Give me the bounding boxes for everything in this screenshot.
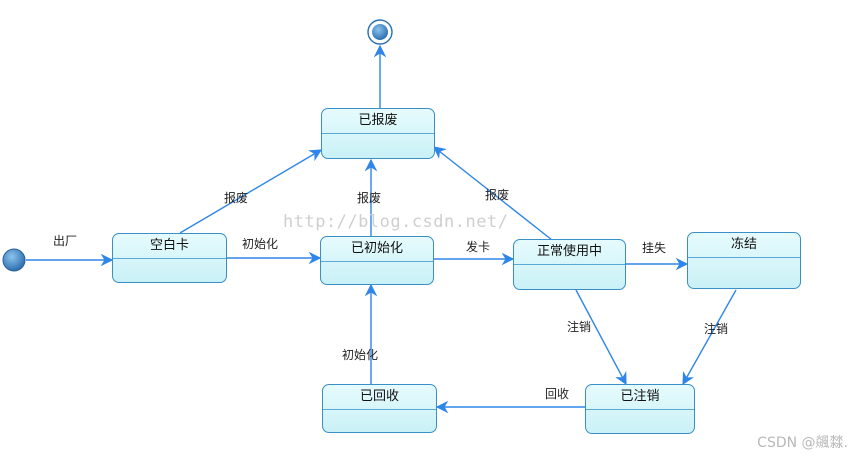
label-chushihua: 初始化 xyxy=(242,237,279,251)
state-baofei-divider xyxy=(322,133,434,134)
state-baofei: 已报废 xyxy=(321,108,435,159)
label-huishou-chushihua: 初始化 xyxy=(342,348,379,362)
state-kongbaika: 空白卡 xyxy=(112,233,227,283)
state-yizhuxiao-divider xyxy=(586,409,694,410)
edge-kongbai-baofei xyxy=(179,149,323,234)
state-kongbaika-label: 空白卡 xyxy=(149,238,189,253)
label-kongbai-baofei: 报废 xyxy=(224,191,249,205)
state-yichushihua-label: 已初始化 xyxy=(350,241,403,256)
label-zhengchang-baofei: 报废 xyxy=(485,188,510,202)
label-zhengchang-zhuxiao: 注销 xyxy=(567,320,592,334)
label-chushihua-baofei: 报废 xyxy=(357,191,382,205)
label-faka: 发卡 xyxy=(466,240,491,254)
edge-zhengchang-zhuxiao xyxy=(575,289,627,386)
state-yihuishou-label: 已回收 xyxy=(359,389,399,404)
state-yichushihua-divider xyxy=(321,261,433,262)
final-node-inner xyxy=(372,24,388,40)
watermark-url: http://blog.csdn.net/ xyxy=(283,212,509,232)
label-dongjie-zhuxiao: 注销 xyxy=(704,322,729,336)
label-chuchang: 出厂 xyxy=(53,234,78,248)
label-huishou: 回收 xyxy=(545,387,570,401)
state-dongjie-divider xyxy=(688,257,800,258)
state-yihuishou: 已回收 xyxy=(322,384,437,433)
state-yizhuxiao-label: 已注销 xyxy=(620,389,660,404)
state-zhengchang-divider xyxy=(514,264,625,265)
state-baofei-label: 已报废 xyxy=(358,113,398,128)
state-dongjie: 冻结 xyxy=(687,232,801,289)
label-guashi: 挂失 xyxy=(642,241,667,255)
state-yihuishou-divider xyxy=(323,409,436,410)
edge-zhengchang-baofei xyxy=(433,146,553,241)
state-yichushihua: 已初始化 xyxy=(320,236,434,285)
state-zhengchang: 正常使用中 xyxy=(513,239,626,290)
edge-dongjie-zhuxiao xyxy=(682,289,737,386)
state-yizhuxiao: 已注销 xyxy=(585,384,695,434)
initial-node xyxy=(2,248,26,272)
state-dongjie-label: 冻结 xyxy=(730,237,757,252)
state-zhengchang-label: 正常使用中 xyxy=(536,244,602,259)
watermark-csdn: CSDN @飊㵘. xyxy=(757,435,848,451)
state-kongbaika-divider xyxy=(113,258,226,259)
